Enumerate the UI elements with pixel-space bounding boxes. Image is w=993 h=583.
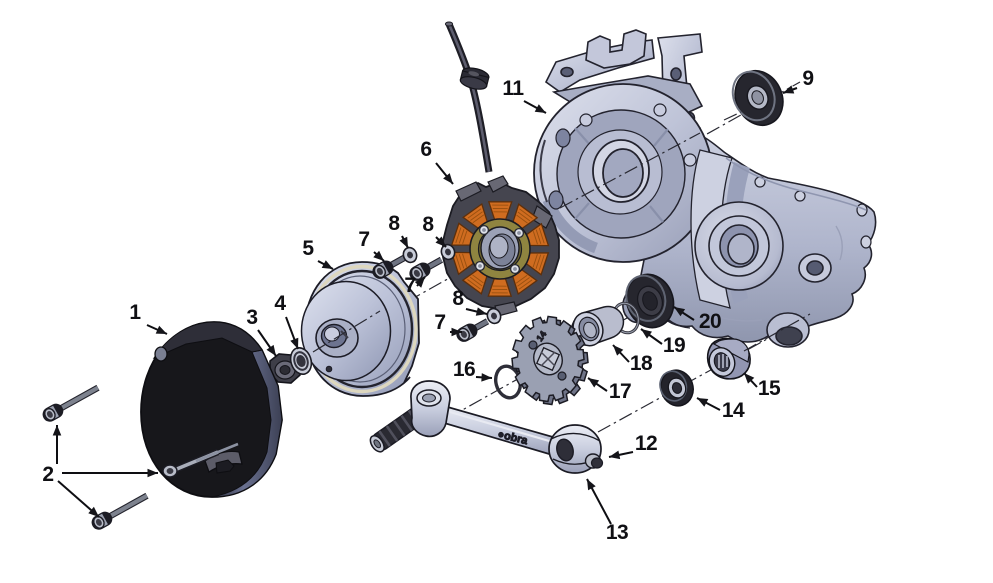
svg-text:9: 9 bbox=[802, 67, 813, 90]
svg-text:12: 12 bbox=[635, 432, 657, 455]
svg-text:18: 18 bbox=[630, 352, 653, 375]
svg-text:5: 5 bbox=[302, 237, 314, 260]
svg-text:15: 15 bbox=[758, 377, 781, 400]
svg-text:13: 13 bbox=[606, 521, 628, 544]
svg-text:8: 8 bbox=[388, 212, 400, 235]
svg-text:7: 7 bbox=[434, 311, 445, 334]
svg-text:20: 20 bbox=[699, 310, 721, 333]
svg-text:7: 7 bbox=[358, 228, 369, 251]
svg-text:7: 7 bbox=[404, 274, 415, 297]
svg-text:4: 4 bbox=[274, 292, 286, 315]
svg-text:1: 1 bbox=[129, 301, 141, 324]
svg-text:17: 17 bbox=[609, 380, 631, 403]
svg-text:2: 2 bbox=[42, 463, 53, 486]
svg-text:11: 11 bbox=[502, 77, 524, 100]
svg-text:6: 6 bbox=[420, 138, 431, 161]
svg-text:3: 3 bbox=[246, 306, 257, 329]
svg-text:8: 8 bbox=[422, 213, 434, 236]
svg-text:8: 8 bbox=[452, 287, 464, 310]
svg-text:16: 16 bbox=[453, 358, 475, 381]
svg-text:14: 14 bbox=[722, 399, 745, 422]
svg-text:19: 19 bbox=[663, 334, 685, 357]
